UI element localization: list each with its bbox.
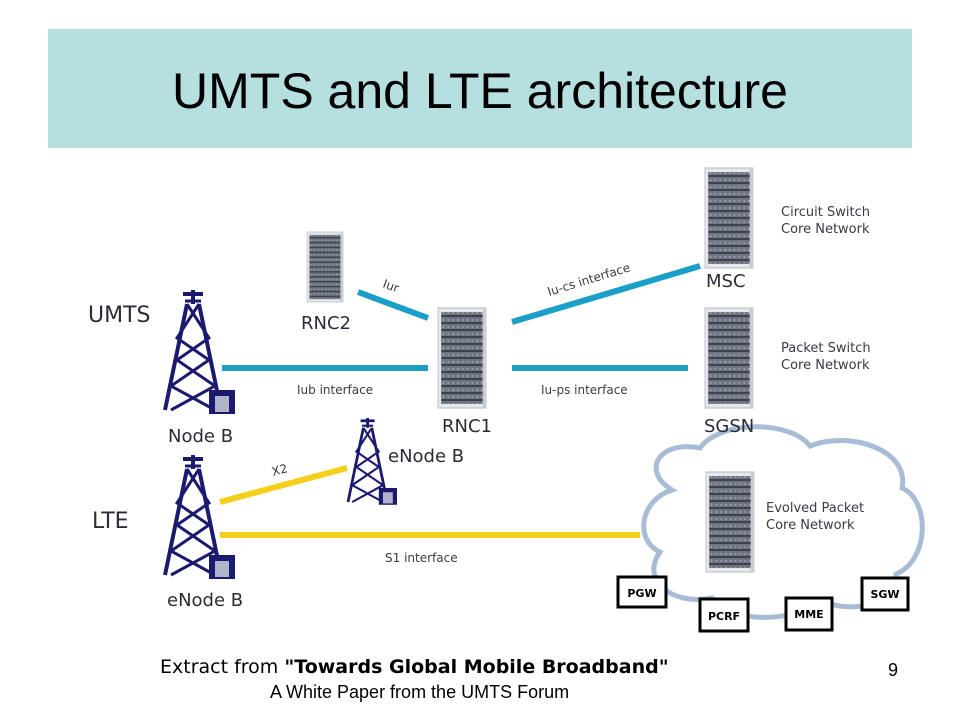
evolved-packet-desc: Evolved Packet Core Network (766, 501, 868, 533)
epc-rack (705, 471, 755, 573)
footer-subtitle: A White Paper from the UMTS Forum (270, 682, 570, 702)
sgw-box: SGW (860, 576, 910, 612)
pgw-box: PGW (616, 575, 668, 609)
iu-ps-label: Iu-ps interface (541, 383, 628, 397)
sgsn-label: SGSN (704, 416, 754, 437)
footer-source-title: "Towards Global Mobile Broadband" (284, 656, 669, 678)
enode-b-lte-label: eNode B (167, 590, 243, 611)
iub-label: Iub interface (297, 383, 373, 397)
x2-label: X2 (270, 461, 289, 479)
lte-links (219, 465, 640, 538)
umts-links (222, 263, 701, 371)
svg-text:PCRF: PCRF (708, 610, 740, 623)
s1-label: S1 interface (385, 551, 458, 565)
title-bar: UMTS and LTE architecture (48, 29, 912, 148)
packet-switch-desc: Packet Switch Core Network (781, 341, 875, 373)
umts-label: UMTS (88, 303, 151, 328)
circuit-switch-desc: Circuit Switch Core Network (781, 205, 874, 237)
page-number: 9 (888, 660, 899, 680)
enode-b-lte-tower (163, 453, 237, 581)
footer-source: Extract from "Towards Global Mobile Broa… (160, 656, 669, 678)
rnc1-rack (437, 307, 487, 409)
mme-box: MME (784, 596, 834, 632)
iur-link (356, 289, 430, 321)
svg-text:PGW: PGW (627, 587, 656, 600)
rnc2-rack (306, 231, 344, 303)
svg-text:SGW: SGW (870, 588, 899, 601)
iu-cs-link (511, 263, 701, 325)
node-b-tower (163, 288, 237, 416)
svg-text:MME: MME (794, 608, 823, 621)
pcrf-box: PCRF (698, 597, 750, 633)
msc-label: MSC (706, 271, 746, 292)
slide-title: UMTS and LTE architecture (172, 63, 788, 119)
msc-rack (704, 167, 754, 269)
rnc1-label: RNC1 (442, 416, 492, 437)
node-b-label: Node B (168, 426, 233, 447)
rnc2-label: RNC2 (301, 313, 351, 334)
enode-b-mid-label: eNode B (388, 446, 464, 467)
lte-label: LTE (92, 509, 129, 534)
iur-label: Iur (381, 277, 401, 296)
x2-link (219, 465, 348, 505)
sgsn-rack (704, 307, 754, 409)
